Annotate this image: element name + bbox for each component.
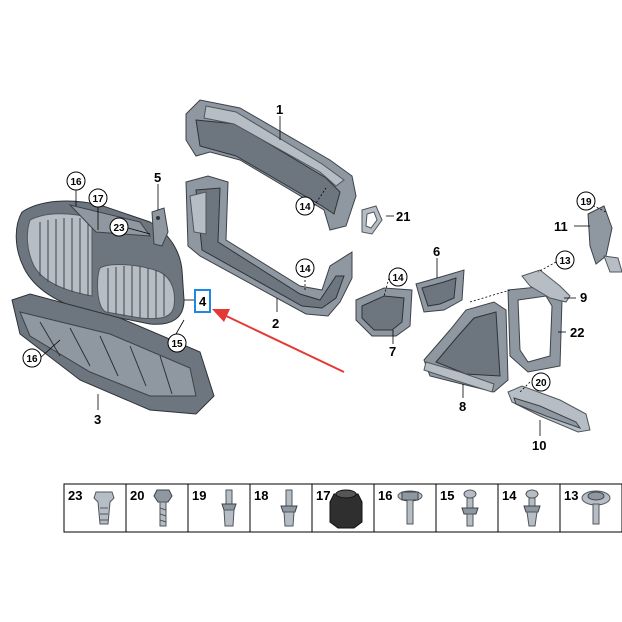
bracket-5 (151, 207, 169, 247)
air-guide-6 (415, 269, 465, 313)
callout-10: 10 (532, 438, 546, 453)
leader-lines (39, 116, 607, 436)
pin-icon (461, 489, 479, 527)
circled-23: 23 (113, 223, 125, 234)
circled-16-bottom: 16 (26, 354, 38, 365)
hw-label-17: 17 (316, 488, 330, 503)
callout-22: 22 (570, 325, 584, 340)
callout-9: 9 (580, 290, 587, 305)
hw-label-18: 18 (254, 488, 268, 503)
hardware-strip: 23 20 19 18 17 16 15 14 13 (63, 483, 622, 533)
callout-11: 11 (554, 219, 568, 234)
callout-7: 7 (389, 344, 396, 359)
circled-callouts: 16 17 23 15 16 14 14 14 13 19 20 (22, 171, 596, 392)
expanding-nut-icon (93, 491, 115, 525)
front-frame (185, 175, 353, 317)
bracket-9 (521, 269, 571, 303)
bracket-10 (507, 385, 591, 433)
hex-bolt-icon (153, 489, 173, 527)
hw-label-14: 14 (502, 488, 517, 503)
hw-label-23: 23 (68, 488, 82, 503)
hw-label-15: 15 (440, 488, 454, 503)
callout-3: 3 (94, 412, 101, 427)
callout-8: 8 (459, 399, 466, 414)
circled-16-top: 16 (70, 177, 82, 188)
circled-14-upper: 14 (299, 202, 311, 213)
circled-15: 15 (171, 339, 183, 350)
push-rivet-icon (523, 489, 541, 527)
callout-4: 4 (199, 294, 207, 309)
circled-20: 20 (535, 378, 547, 389)
clip-icon (280, 489, 298, 527)
highlight-box-4 (194, 289, 211, 313)
rubber-mount-icon (329, 489, 363, 529)
pointer-arrow (212, 309, 345, 373)
seal-21 (361, 205, 383, 235)
callout-1: 1 (276, 102, 283, 117)
rivet-icon (221, 489, 237, 527)
circled-17: 17 (92, 194, 104, 205)
air-guide-7 (355, 287, 413, 337)
hw-label-19: 19 (192, 488, 206, 503)
callout-2: 2 (272, 316, 279, 331)
callout-5: 5 (154, 170, 161, 185)
circled-13: 13 (559, 256, 571, 267)
hw-label-13: 13 (564, 488, 578, 503)
bracket-frame-22 (507, 285, 563, 373)
flange-screw-icon (581, 490, 611, 525)
circled-19: 19 (580, 197, 592, 208)
hw-label-20: 20 (130, 488, 144, 503)
circled-14-right: 14 (392, 273, 404, 284)
air-guide-8 (423, 301, 509, 393)
callout-6: 6 (433, 244, 440, 259)
circled-14-middle: 14 (299, 264, 311, 275)
hw-label-16: 16 (378, 488, 392, 503)
upper-carrier (185, 99, 357, 231)
lower-air-duct (11, 293, 215, 415)
bracket-11 (587, 205, 622, 273)
callout-21: 21 (396, 209, 410, 224)
washer-screw-icon (397, 490, 423, 525)
